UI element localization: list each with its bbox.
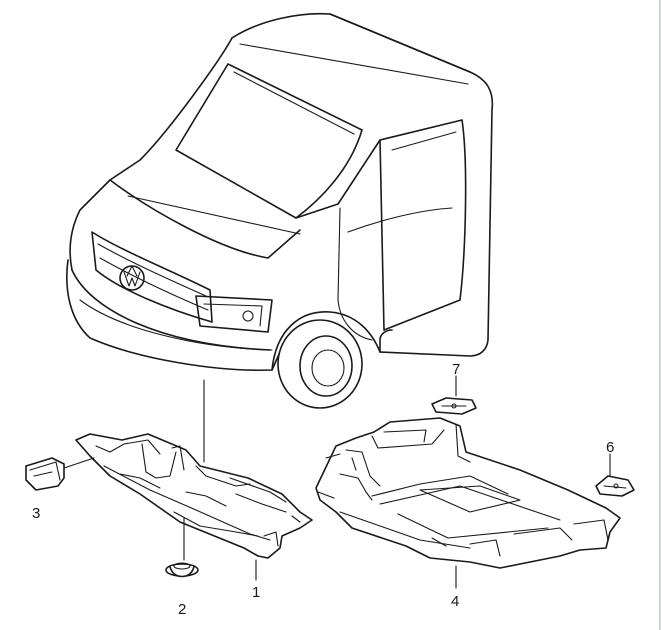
van-illustration [66, 12, 494, 409]
part-2-grommet [165, 517, 199, 578]
part-1-front-underbody-guard [75, 433, 313, 559]
leader-part3 [63, 457, 95, 469]
front-wheel [277, 319, 363, 409]
part-4-rear-underbody-tray [315, 417, 621, 569]
callout-4: 4 [451, 593, 459, 610]
right-edge-border [659, 0, 661, 630]
part-3-clip [25, 457, 95, 491]
callout-6: 6 [606, 439, 614, 456]
part-7-bracket [431, 375, 477, 415]
callout-1: 1 [252, 584, 260, 601]
part-6-bracket [595, 453, 635, 497]
callout-3: 3 [32, 505, 40, 522]
vw-logo [119, 265, 145, 291]
callout-2: 2 [178, 601, 186, 618]
callout-7: 7 [452, 361, 460, 378]
